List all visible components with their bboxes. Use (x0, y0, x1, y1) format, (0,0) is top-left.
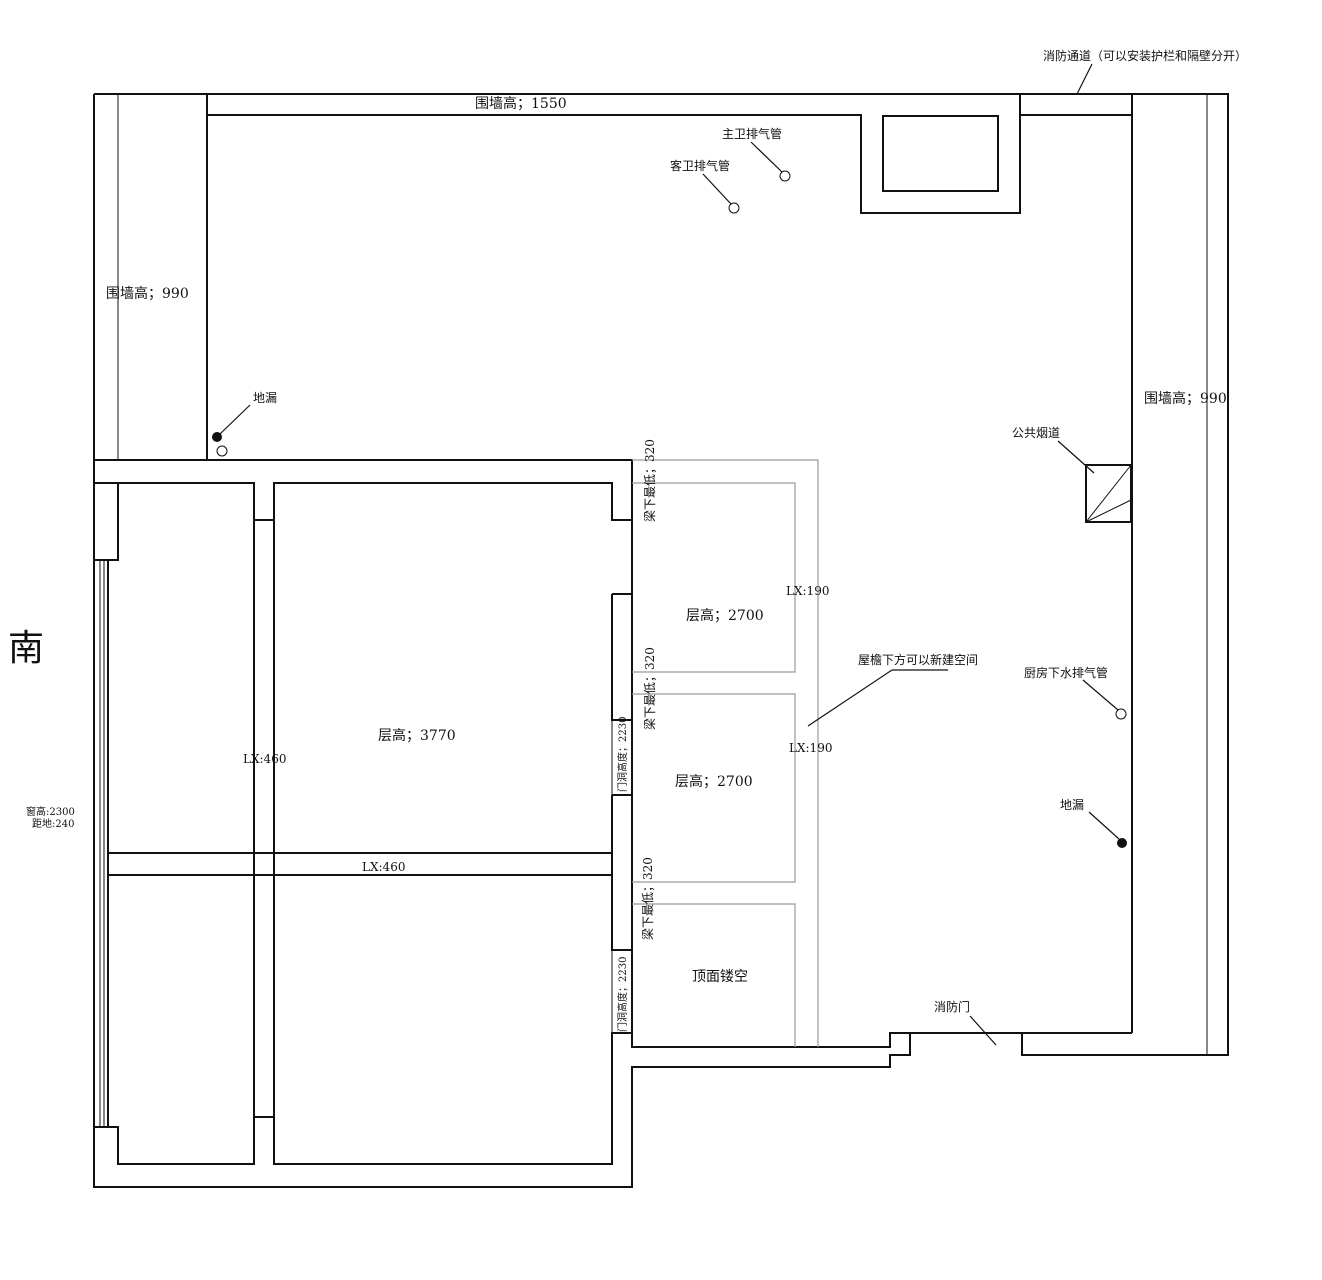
beam-low-3-label: 梁下最低；320 (640, 857, 655, 940)
eave-rooms (632, 459, 819, 1047)
door-height-2-label: 门洞高度；2230 (616, 957, 629, 1032)
guest-bath-vent-icon (702, 173, 740, 214)
fire-passage-leader (1076, 63, 1093, 95)
ceiling-big-label: 层高；3770 (378, 727, 456, 744)
fire-passage-label: 消防通道（可以安装护栏和隔壁分开） (1043, 48, 1247, 63)
beam-lx-190-b-label: LX:190 (789, 741, 832, 755)
guest-bath-vent-label: 客卫排气管 (670, 158, 730, 173)
floor-drain-right-label: 地漏 (1060, 798, 1084, 812)
beam-lx-horizontal-label: LX:460 (362, 860, 405, 874)
indoor-walls (94, 459, 910, 1165)
outer-walls (93, 93, 1229, 1188)
top-parapet (206, 94, 1132, 214)
right-parapet (1022, 94, 1208, 1055)
door-height-1-label: 门洞高度；2230 (616, 717, 629, 792)
left-parapet (117, 94, 208, 460)
window-height-label: 窗高:2300 (26, 805, 75, 818)
kitchen-vent-label: 厨房下水排气管 (1024, 665, 1108, 680)
beam-low-2-label: 梁下最低；320 (642, 647, 657, 730)
wall-left-label: 围墙高；990 (106, 285, 189, 302)
fire-door-label: 消防门 (934, 999, 970, 1014)
eave-note-label: 屋檐下方可以新建空间 (858, 652, 978, 667)
sill-height-label: 距地:240 (32, 817, 74, 830)
floor-drain-right-icon (1088, 811, 1127, 848)
beam-lx-vertical-label: LX:460 (243, 752, 286, 766)
eave-note-leader (807, 669, 948, 727)
hollow-roof-label: 顶面镂空 (692, 969, 748, 985)
ceiling-2-label: 层高；2700 (675, 773, 753, 790)
wall-right-label: 围墙高；990 (1144, 390, 1227, 407)
wall-top-label: 围墙高；1550 (475, 95, 567, 112)
fire-door-leader (969, 1015, 997, 1046)
floor-drain-left-icon (212, 404, 251, 457)
public-flue (1057, 440, 1132, 523)
floor-drain-left-label: 地漏 (253, 391, 277, 405)
kitchen-vent-icon (1082, 679, 1127, 720)
main-bath-vent-label: 主卫排气管 (722, 126, 782, 141)
beam-low-1-label: 梁下最低；320 (642, 439, 657, 522)
public-flue-label: 公共烟道 (1012, 426, 1060, 440)
south-label: 南 (8, 628, 44, 669)
ceiling-1-label: 层高；2700 (686, 607, 764, 624)
main-bath-vent-icon (750, 141, 791, 182)
beam-lx-190-a-label: LX:190 (786, 584, 829, 598)
